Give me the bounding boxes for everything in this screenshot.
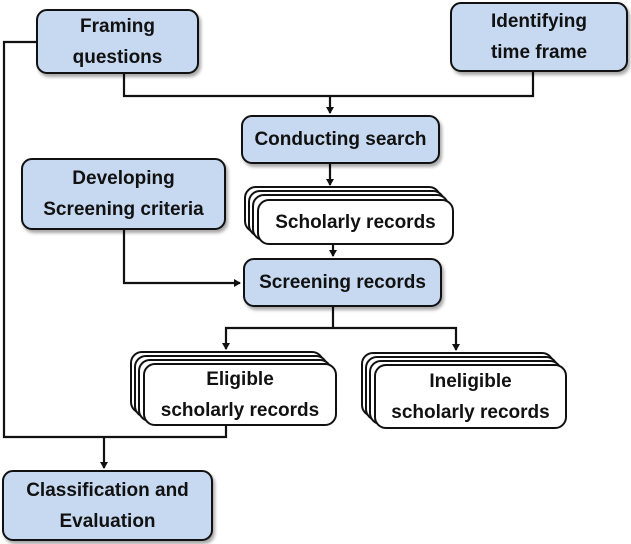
node-label: Screening records — [259, 272, 426, 293]
stack-card-front: Ineligible scholarly records — [374, 364, 567, 429]
stack-card-front: Eligible scholarly records — [143, 363, 337, 426]
node-label: Ineligible scholarly records — [391, 370, 550, 423]
node-label: Developing Screening criteria — [43, 168, 204, 220]
node-label: Framing questions — [72, 15, 163, 68]
node-framing-questions: Framing questions — [36, 9, 199, 74]
node-label: Conducting search — [254, 129, 427, 150]
edge-framing-to-search — [122, 74, 330, 98]
node-classification-evaluation: Classification and Evaluation — [2, 470, 213, 541]
node-conducting-search: Conducting search — [241, 115, 440, 164]
node-identifying-time-frame: Identifying time frame — [450, 2, 628, 72]
node-label: Scholarly records — [275, 211, 436, 233]
edge-timeframe-to-search — [330, 72, 535, 98]
edge-screening-to-ineligible — [333, 326, 460, 351]
edge-screening-to-eligible — [222, 326, 333, 350]
node-label: Eligible scholarly records — [160, 368, 320, 421]
node-developing-screening-criteria: Developing Screening criteria — [21, 158, 226, 230]
stack-card-front: Scholarly records — [257, 199, 454, 245]
edge-framing-to-classification — [2, 40, 104, 439]
node-label: Classification and Evaluation — [26, 479, 189, 532]
edge-criteria-to-screening — [122, 230, 241, 287]
node-screening-records: Screening records — [243, 258, 442, 307]
node-label: Identifying time frame — [490, 11, 588, 63]
edge-eligible-to-classification — [104, 426, 228, 439]
